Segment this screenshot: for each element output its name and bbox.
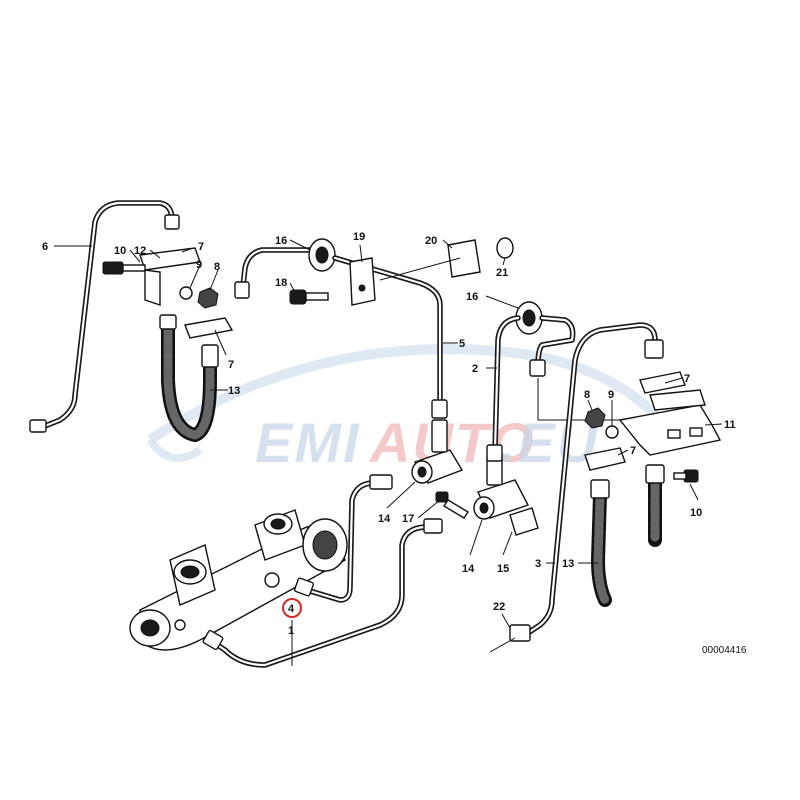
callout-8: 8 xyxy=(214,261,220,273)
callout-6: 6 xyxy=(42,241,48,253)
callout-14: 14 xyxy=(378,513,391,525)
front-line-group xyxy=(202,474,443,668)
leader-lines xyxy=(54,239,723,666)
master-cylinder xyxy=(129,509,348,651)
callout-16: 16 xyxy=(466,291,478,303)
callout-14: 14 xyxy=(462,563,475,575)
distributor-14-upper xyxy=(411,419,464,484)
callout-21: 21 xyxy=(496,267,508,279)
watermark-text-a: EMI xyxy=(255,411,361,474)
washer xyxy=(179,286,193,300)
hose-fitting xyxy=(201,344,219,368)
callout-5: 5 xyxy=(459,338,465,350)
bolt xyxy=(289,289,307,305)
callout-9: 9 xyxy=(608,389,614,401)
bolt xyxy=(122,264,146,272)
bolt xyxy=(305,292,329,301)
distributor-14-lower xyxy=(473,454,539,536)
bracket xyxy=(144,269,161,306)
nut xyxy=(197,287,219,309)
bolt xyxy=(102,261,124,275)
callout-13: 13 xyxy=(228,385,240,397)
callout-15: 15 xyxy=(497,563,509,575)
grommet xyxy=(315,246,329,264)
callout-22: 22 xyxy=(493,601,505,613)
callout-1: 1 xyxy=(288,625,294,637)
callout-17: 17 xyxy=(402,513,414,525)
callout-7: 7 xyxy=(630,445,636,457)
watermark-text-c: .EU xyxy=(500,411,599,474)
callout-16: 16 xyxy=(275,235,287,247)
bracket xyxy=(349,257,376,306)
callout-12: 12 xyxy=(134,245,146,257)
callout-7: 7 xyxy=(198,241,204,253)
callout-3: 3 xyxy=(535,558,541,570)
pipe-fitting xyxy=(164,214,180,230)
watermark-logo: EMI AUTO .EU xyxy=(146,344,664,474)
callout-13: 13 xyxy=(562,558,574,570)
clip xyxy=(447,239,481,278)
highlight-circle xyxy=(282,598,302,618)
callout-9: 9 xyxy=(196,259,202,271)
drawing-number: 00004416 xyxy=(702,645,747,656)
callout-4: 4 xyxy=(288,603,295,615)
bolt-17 xyxy=(435,491,469,519)
callout-labels: 6 10 12 7 9 8 7 13 16 19 18 5 20 21 16 2… xyxy=(42,231,736,637)
bracket-hole xyxy=(358,284,366,292)
callout-19: 19 xyxy=(353,231,365,243)
callout-7: 7 xyxy=(228,359,234,371)
callout-8: 8 xyxy=(584,389,590,401)
callout-2: 2 xyxy=(472,363,478,375)
callout-10: 10 xyxy=(690,507,702,519)
callout-10: 10 xyxy=(114,245,126,257)
pipe-fitting xyxy=(431,399,448,419)
right-line-group xyxy=(486,301,722,653)
callout-7: 7 xyxy=(684,373,690,385)
hose-fitting xyxy=(159,314,177,330)
center-line-group xyxy=(289,237,514,419)
callout-11: 11 xyxy=(724,419,736,431)
left-rear-line-group xyxy=(29,200,313,443)
pipe-fitting xyxy=(29,419,47,433)
callout-18: 18 xyxy=(275,277,287,289)
callout-20: 20 xyxy=(425,235,437,247)
plug xyxy=(496,237,514,259)
clip xyxy=(184,317,234,339)
pipe-fitting xyxy=(234,281,250,299)
bracket xyxy=(139,247,201,271)
